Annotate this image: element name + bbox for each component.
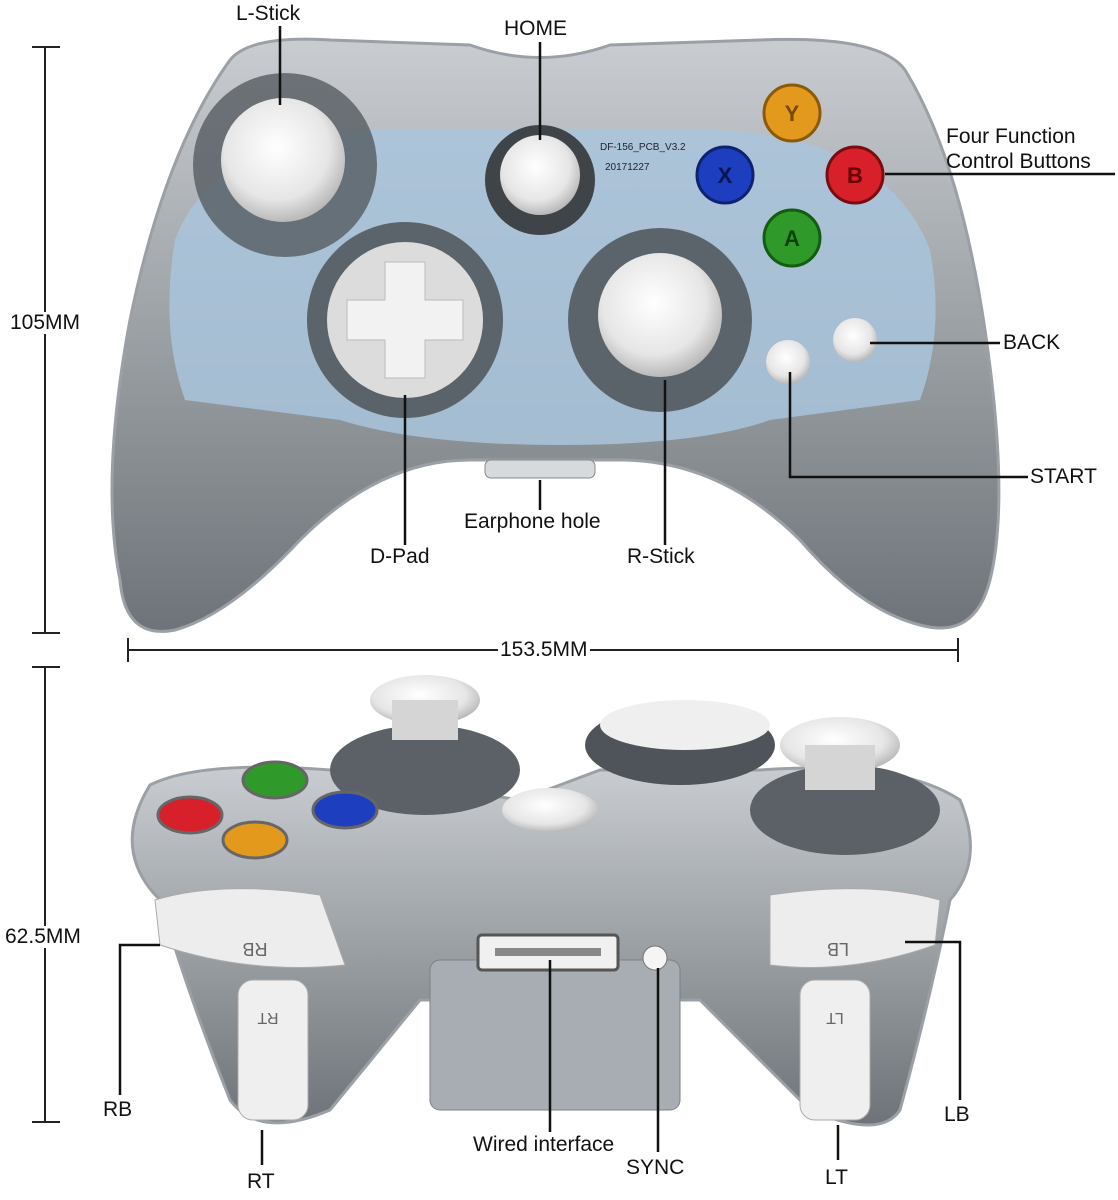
lt-label: LT	[823, 1166, 850, 1189]
start-label: START	[1028, 465, 1099, 488]
l-stick-label: L-Stick	[234, 2, 303, 25]
x-marking: X	[718, 163, 733, 188]
a-button	[762, 208, 822, 268]
controller-front-view: RB LB RT LT	[130, 675, 972, 1127]
depth-dimension: 62.5MM	[3, 925, 83, 948]
a-button-front	[241, 760, 309, 800]
x-button-front	[311, 790, 379, 830]
function-buttons-label-1: Four Function	[946, 125, 1076, 148]
b-marking: B	[847, 163, 863, 188]
wired-interface-label: Wired interface	[471, 1133, 617, 1156]
l-stick	[221, 98, 345, 222]
y-marking: Y	[785, 101, 800, 126]
controller-top-view: Y X B A DF-156_PCB_V3.2 20171227	[110, 37, 1001, 633]
rt-label: RT	[245, 1170, 277, 1193]
d-pad-front	[600, 700, 770, 750]
home-front	[502, 788, 598, 832]
b-button	[825, 145, 885, 205]
lb-marking: LB	[827, 939, 849, 959]
home-label: HOME	[502, 17, 569, 40]
sync-button	[642, 945, 668, 971]
x-button	[695, 145, 755, 205]
rt-trigger	[237, 979, 309, 1121]
r-stick	[598, 253, 722, 377]
function-buttons-label-2: Control Buttons	[946, 150, 1091, 173]
pcb-marking: DF-156_PCB_V3.2	[600, 142, 686, 153]
y-button	[762, 83, 822, 143]
y-button-front	[221, 820, 289, 860]
b-button-front	[156, 795, 224, 835]
d-pad-label: D-Pad	[368, 545, 432, 568]
rt-marking: RT	[257, 1009, 278, 1026]
a-marking: A	[784, 226, 800, 251]
lt-marking: LT	[826, 1009, 844, 1026]
rb-bumper	[154, 888, 346, 968]
back-button	[833, 318, 877, 362]
r-stick-label: R-Stick	[625, 545, 697, 568]
earphone-hole	[484, 459, 596, 479]
width-dimension: 153.5MM	[498, 638, 590, 661]
leader-lines	[118, 26, 1115, 1165]
lb-bumper	[769, 888, 941, 968]
height-dimension: 105MM	[8, 311, 83, 334]
pcb-date-marking: 20171227	[605, 162, 650, 173]
start-button	[766, 340, 810, 384]
rb-label: RB	[101, 1098, 135, 1121]
rb-marking: RB	[242, 939, 267, 959]
home-button	[500, 135, 580, 215]
earphone-hole-label: Earphone hole	[462, 510, 603, 533]
lt-trigger	[799, 979, 871, 1121]
lb-label: LB	[942, 1103, 972, 1126]
sync-label: SYNC	[624, 1156, 687, 1179]
back-label: BACK	[1001, 331, 1063, 354]
d-pad	[346, 261, 464, 379]
